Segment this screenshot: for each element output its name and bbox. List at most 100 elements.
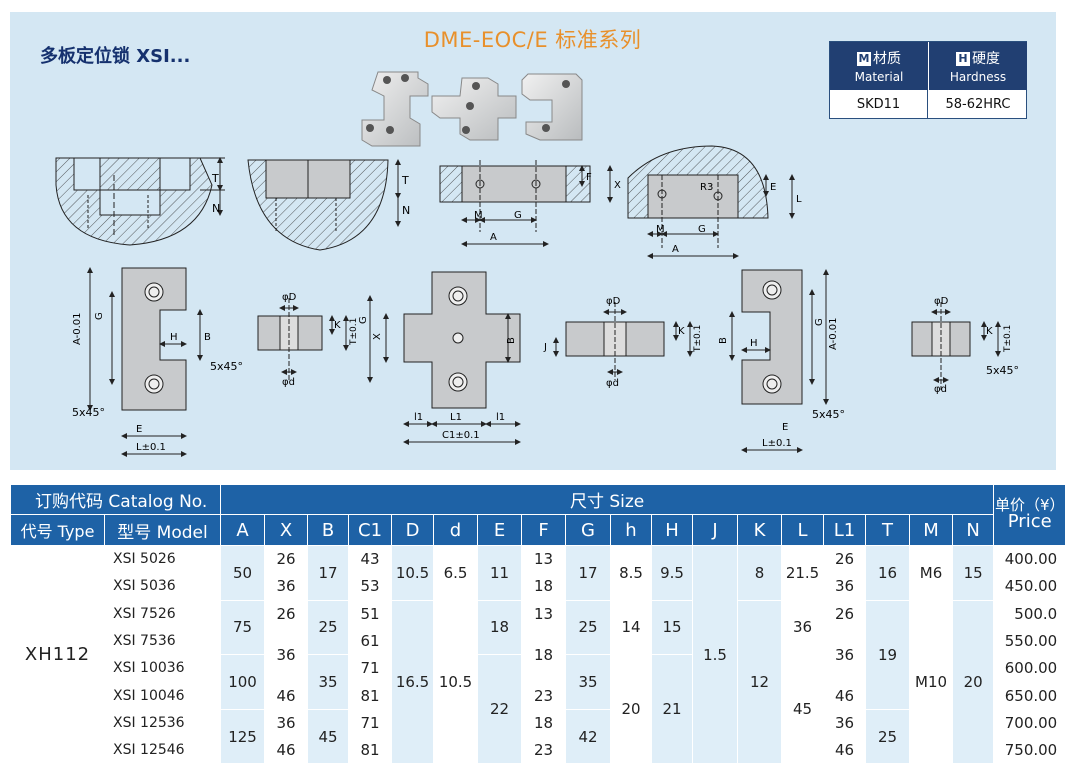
label-L-7: L±0.1 — [762, 438, 792, 449]
cell-x: 26 — [264, 599, 309, 628]
label-L-4: L — [796, 194, 802, 205]
label-T-pm-2: T±0.1 — [693, 325, 703, 353]
cell-x: 26 — [264, 544, 309, 574]
model-cell: XSI 5026 — [103, 544, 222, 574]
label-B-6: B — [506, 337, 517, 344]
column-header-g: G — [565, 514, 612, 546]
column-header-m: M — [909, 514, 954, 546]
plan-view-center — [367, 271, 521, 445]
column-header-l: L — [781, 514, 825, 546]
column-header-x: X — [264, 514, 309, 546]
label-M-3: M — [474, 210, 483, 221]
price-cell: 450.00 — [993, 572, 1065, 601]
cell-c1: 71 — [348, 654, 393, 683]
cell-b: 45 — [307, 708, 350, 765]
cell-h: 20 — [610, 654, 653, 765]
label-E-5: E — [136, 424, 142, 435]
cell-e: 18 — [477, 599, 523, 656]
column-header-e: E — [477, 514, 523, 546]
cell-l1: 26 — [823, 544, 867, 574]
type-header: 代号 Type — [10, 514, 105, 546]
label-M-4: M — [656, 224, 665, 235]
cell-n: 15 — [952, 545, 995, 601]
cell-t: 25 — [865, 708, 911, 765]
label-E-7: E — [782, 422, 788, 433]
cell-j: 1.5 — [692, 544, 739, 765]
label-L-5: L±0.1 — [136, 442, 166, 453]
section-view-4 — [627, 145, 795, 259]
label-G-3: G — [514, 210, 522, 221]
material-badge: M — [857, 52, 871, 66]
label-A-5: A-0.01 — [72, 313, 83, 346]
section-view-1 — [55, 157, 225, 246]
hardness-label: 硬度 — [972, 51, 1000, 67]
cell-l1: 36 — [823, 572, 867, 601]
label-N-1: N — [212, 202, 220, 215]
cell-x: 36 — [264, 708, 309, 738]
cell-t: 16 — [865, 545, 911, 601]
label-phid-2: φd — [606, 378, 619, 389]
label-C1: C1±0.1 — [442, 430, 480, 441]
cell-l1: 26 — [823, 599, 867, 628]
cell-g: 42 — [565, 708, 612, 765]
label-A-4: A — [672, 244, 679, 255]
plan-view-left — [87, 267, 203, 457]
cell-f: 13 — [521, 544, 567, 574]
cell-c1: 71 — [348, 708, 393, 738]
price-cell: 600.00 — [993, 654, 1065, 683]
cell-c1: 61 — [348, 626, 393, 656]
cell-c1: 53 — [348, 572, 393, 601]
column-header-c1: C1 — [348, 514, 393, 546]
cell-d: 10.5 — [391, 545, 435, 601]
material-label-en: Material — [854, 70, 904, 84]
label-phid-3: φd — [934, 384, 947, 395]
column-header-b: B — [307, 514, 350, 546]
cell-l1: 36 — [823, 626, 867, 683]
cell-f: 18 — [521, 708, 567, 738]
column-header-l1: L1 — [823, 514, 867, 546]
material-label: 材质 — [873, 51, 901, 67]
series-title: DME-EOC/E 标准系列 — [423, 28, 642, 52]
section-view-3 — [439, 160, 613, 247]
column-header-j: J — [692, 514, 739, 546]
label-G-6: G — [358, 316, 369, 324]
side-view-3 — [911, 302, 1001, 390]
cell-g: 25 — [565, 599, 612, 656]
label-N-2: N — [402, 204, 410, 217]
label-A-7: A-0.01 — [828, 318, 839, 351]
cell-h: 14 — [610, 599, 653, 656]
cell-x: 46 — [264, 736, 309, 765]
cell-a: 50 — [220, 545, 266, 601]
cell-a: 125 — [220, 708, 266, 765]
label-G-5: G — [94, 312, 105, 320]
cell-x: 36 — [264, 626, 309, 683]
price-cell: 750.00 — [993, 736, 1065, 765]
side-view-2 — [553, 302, 693, 380]
type-cell: XH112 — [10, 544, 105, 765]
cell-c1: 81 — [348, 736, 393, 765]
cell-d: 6.5 — [433, 545, 479, 601]
model-cell: XSI 12536 — [103, 708, 222, 738]
label-chamfer-8: 5x45° — [986, 364, 1019, 377]
cell-c1: 51 — [348, 599, 393, 628]
label-K-2: K — [678, 326, 685, 337]
label-phid-1: φd — [282, 377, 295, 388]
model-cell: XSI 10046 — [103, 681, 222, 710]
label-T-pm-3: T±0.1 — [1003, 325, 1013, 353]
cell-b: 25 — [307, 599, 350, 656]
label-l1-b: l1 — [496, 412, 505, 423]
product-title: 多板定位锁 XSI... — [40, 46, 191, 67]
hardness-badge: H — [956, 52, 970, 66]
cell-k: 8 — [737, 545, 783, 601]
model-cell: XSI 7526 — [103, 599, 222, 628]
hardness-value: 58-62HRC — [945, 97, 1011, 112]
cell-c1: 43 — [348, 544, 393, 574]
column-header-h: h — [610, 514, 653, 546]
label-F-3: F — [586, 172, 592, 183]
label-G-4: G — [698, 224, 706, 235]
label-K-3: K — [986, 326, 993, 337]
label-X-3: X — [614, 180, 621, 191]
label-E-4: E — [770, 182, 776, 193]
model-header: 型号 Model — [103, 514, 222, 546]
